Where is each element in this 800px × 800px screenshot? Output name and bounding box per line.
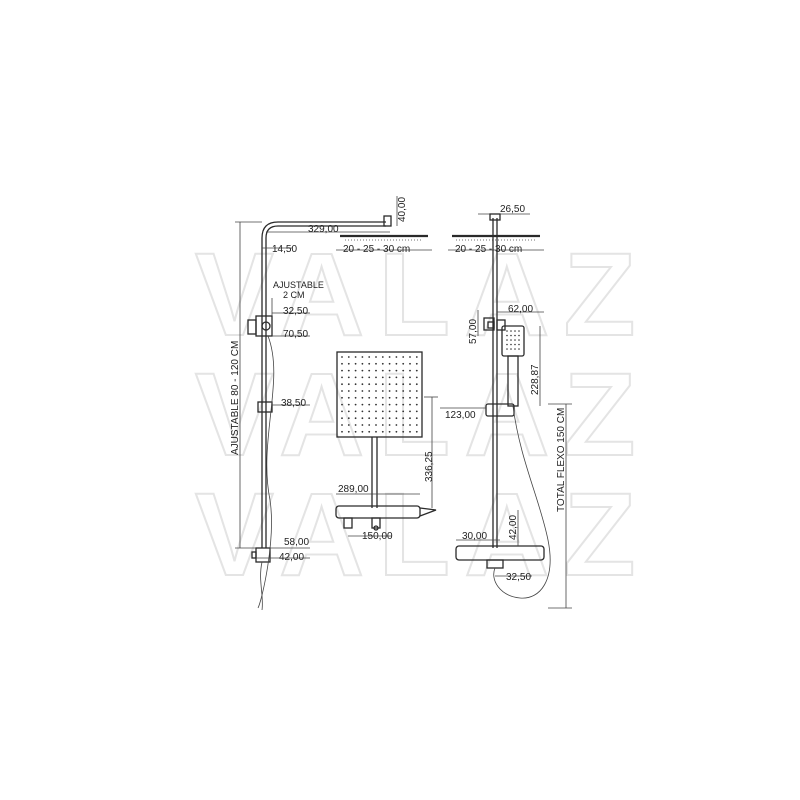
dim-arm-height: 40,00 [397, 197, 408, 222]
dim-mixer-width: 289,00 [338, 484, 369, 495]
dim-adjustable-range: AJUSTABLE 80 - 120 CM [230, 341, 241, 455]
dim-holder-62: 62,00 [508, 304, 533, 315]
dim-head-sizes-right: 20 - 25 - 30 cm [455, 244, 522, 255]
dim-bracket-32: 32,50 [283, 306, 308, 317]
dim-bracket-70: 70,50 [283, 329, 308, 340]
dim-center-height: 336,25 [424, 451, 435, 482]
center-front-view: 336,25 289,00 150,00 [335, 351, 438, 542]
hand-shower-nozzles [506, 330, 520, 350]
dim-total-hose: TOTAL FLEXO 150 CM [556, 408, 567, 512]
watermark-text-3: VALAZ [195, 469, 650, 601]
note-adjustable: AJUSTABLE [273, 280, 324, 290]
watermark-text-1: VALAZ [195, 229, 650, 361]
dim-bottom-58: 58,00 [284, 537, 309, 548]
dim-pipe-offset: 14,50 [272, 244, 297, 255]
dim-arm-length: 329,00 [308, 224, 339, 235]
note-adjustable-cm: 2 CM [283, 290, 305, 300]
watermark-text-2: VALAZ [195, 349, 650, 481]
dim-head-sizes-left: 20 - 25 - 30 cm [343, 244, 410, 255]
dim-right-top-26: 26,50 [500, 204, 525, 215]
dim-mixer-centers: 150,00 [362, 531, 393, 542]
dim-right-bottom-30: 30,00 [462, 531, 487, 542]
right-shower-column: 20 - 25 - 30 cm 26,50 57,00 62,00 228,87… [440, 204, 572, 609]
left-shower-column: AJUSTABLE 80 - 120 CM 329,00 40,00 14,50… [230, 196, 408, 611]
dim-right-bottom-32: 32,50 [506, 572, 531, 583]
dim-holder-57: 57,00 [468, 319, 479, 344]
dim-slider-38: 38,50 [281, 398, 306, 409]
left-head-plate: 20 - 25 - 30 cm [336, 234, 432, 255]
shower-head-nozzles [341, 356, 418, 433]
dim-hand-shower-length: 228,87 [530, 364, 541, 395]
dim-right-bottom-42: 42,00 [508, 515, 519, 540]
dim-slider-123: 123,00 [445, 410, 476, 421]
dim-bottom-42: 42,00 [279, 552, 304, 563]
